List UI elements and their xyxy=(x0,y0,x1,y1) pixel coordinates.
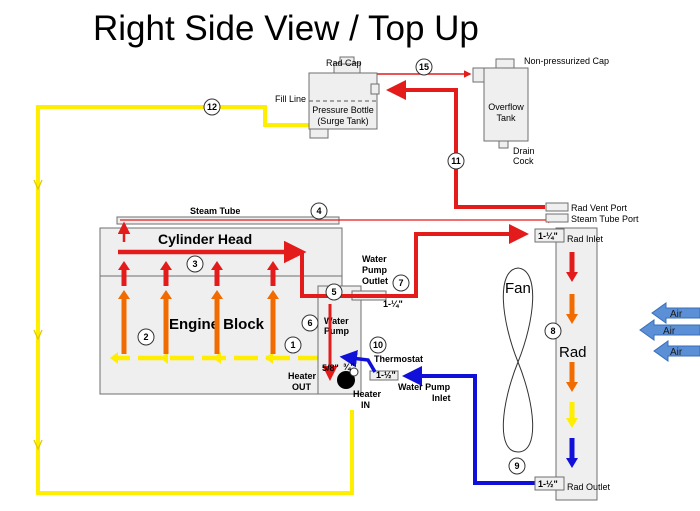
rad-inlet-size: 1-¼" xyxy=(538,231,558,241)
pump-inlet-size: 1-½" xyxy=(376,370,396,380)
svg-text:9: 9 xyxy=(514,461,519,471)
svg-text:12: 12 xyxy=(207,102,217,112)
callout-7: 7 xyxy=(392,274,410,292)
pump-outlet-label: Water xyxy=(362,254,387,264)
water-pump-inlet-label-2: Inlet xyxy=(432,393,451,403)
callout-12: 12 xyxy=(203,98,221,116)
rad-outlet-size: 1-½" xyxy=(538,479,558,489)
heater-size-5-8: 5/8" xyxy=(322,363,339,373)
flow-chevron-icon xyxy=(33,329,43,341)
callout-6: 6 xyxy=(301,314,319,332)
heater-out-port xyxy=(337,371,355,389)
svg-text:3: 3 xyxy=(192,259,197,269)
thermostat-bypass-line xyxy=(339,349,377,373)
steam-tube-port-label: Steam Tube Port xyxy=(571,214,639,224)
drain-cock-label: Drain xyxy=(513,146,535,156)
heater-in-port xyxy=(349,367,359,377)
callouts: 1 2 3 4 5 6 7 8 9 10 11 12 15 xyxy=(137,58,562,475)
air-arrow-icon: Air xyxy=(639,319,700,341)
svg-text:7: 7 xyxy=(398,278,403,288)
non-pressurized-cap-label: Non-pressurized Cap xyxy=(524,56,609,66)
heater-size-3-4: ¾" xyxy=(343,362,355,372)
svg-text:2: 2 xyxy=(143,332,148,342)
svg-text:5: 5 xyxy=(331,287,336,297)
pressure-bottle: Pressure Bottle (Surge Tank) xyxy=(308,56,380,139)
overflow-tank-label: Overflow xyxy=(488,102,524,112)
callout-5: 5 xyxy=(325,283,343,301)
overflow-tank-label-2: Tank xyxy=(496,113,516,123)
heater-out-label-2: OUT xyxy=(292,382,312,392)
callout-2: 2 xyxy=(137,328,155,346)
callout-11: 11 xyxy=(447,152,465,170)
rad-label: Rad xyxy=(559,344,587,361)
overflow-tank: Overflow Tank xyxy=(472,58,529,149)
cold-return-line xyxy=(402,366,537,485)
hot-supply-line xyxy=(300,224,529,381)
surge-tank-label: (Surge Tank) xyxy=(317,116,368,126)
radiator-flow-arrows xyxy=(566,252,578,468)
svg-text:6: 6 xyxy=(307,318,312,328)
callout-3: 3 xyxy=(186,255,204,273)
cylinder-head-label: Cylinder Head xyxy=(158,231,252,247)
pump-outlet-label-3: Outlet xyxy=(362,276,388,286)
svg-text:1: 1 xyxy=(290,340,295,350)
flow-chevron-icon xyxy=(33,179,43,191)
fan-icon xyxy=(502,267,534,453)
steam-tube xyxy=(116,216,555,242)
air-flow: Air Air Air xyxy=(639,302,700,362)
fill-line-label: Fill Line xyxy=(275,94,306,104)
drain-cock-label-2: Cock xyxy=(513,156,534,166)
water-pump-label: Water xyxy=(324,316,349,326)
pressure-bottle-label: Pressure Bottle xyxy=(312,105,374,115)
svg-text:4: 4 xyxy=(316,206,321,216)
rad-vent-line xyxy=(386,80,545,209)
air-label: Air xyxy=(670,309,683,320)
svg-text:15: 15 xyxy=(419,62,429,72)
fan-label: Fan xyxy=(505,280,531,297)
callout-15: 15 xyxy=(415,58,433,76)
water-pump-label-2: Pump xyxy=(324,326,350,336)
callout-10: 10 xyxy=(369,336,387,354)
callout-1: 1 xyxy=(284,336,302,354)
pump-outlet-label-2: Pump xyxy=(362,265,388,275)
water-pump-inlet-label: Water Pump xyxy=(398,382,451,392)
callout-4: 4 xyxy=(310,202,328,220)
svg-text:10: 10 xyxy=(373,340,383,350)
air-arrow-icon: Air xyxy=(651,302,700,324)
air-label: Air xyxy=(663,326,676,337)
pump-outlet-size: 1-¼" xyxy=(383,299,403,309)
flow-chevron-icon xyxy=(33,439,43,451)
air-arrow-icon: Air xyxy=(653,340,700,362)
diagram-title: Right Side View / Top Up xyxy=(93,9,479,48)
thermostat-label: Thermostat xyxy=(374,354,423,364)
callout-9: 9 xyxy=(508,457,526,475)
rad-vent-port-label: Rad Vent Port xyxy=(571,203,628,213)
svg-text:8: 8 xyxy=(550,326,555,336)
heater-out-label: Heater xyxy=(288,371,317,381)
air-label: Air xyxy=(670,347,683,358)
engine-flow-arrows xyxy=(110,240,322,364)
steam-tube-label: Steam Tube xyxy=(190,206,240,216)
heater-in-label: Heater xyxy=(353,389,382,399)
rad-inlet-label: Rad Inlet xyxy=(567,234,604,244)
rad-cap-label: Rad Cap xyxy=(326,58,362,68)
heater-return-line xyxy=(33,105,354,495)
rad-outlet-label: Rad Outlet xyxy=(567,482,611,492)
svg-text:11: 11 xyxy=(451,156,461,166)
heater-in-label-2: IN xyxy=(361,400,370,410)
callout-8: 8 xyxy=(544,322,562,340)
